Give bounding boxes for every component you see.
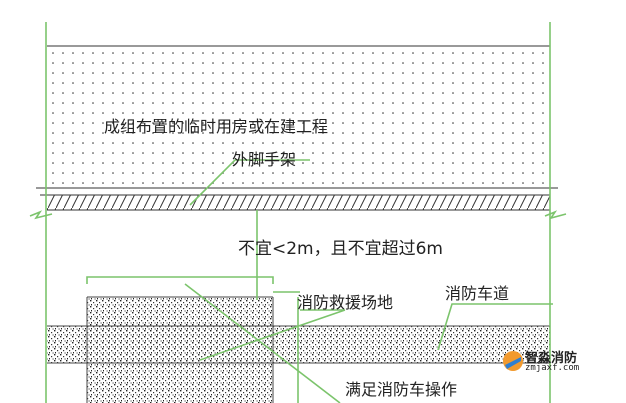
operation-note: 满足消防车操作: [345, 380, 458, 399]
guide-lines: [29, 22, 567, 403]
watermark-name: 智淼消防: [525, 351, 578, 366]
watermark: 智淼消防 zmjaxf.com: [503, 347, 593, 375]
watermark-url: zmjaxf.com: [525, 363, 580, 373]
watermark-logo-icon: [503, 351, 523, 371]
building-label: 成组布置的临时用房或在建工程: [104, 117, 329, 136]
building-area: [47, 46, 550, 188]
scaffold-label: 外脚手架: [232, 150, 297, 169]
rescue-site-area: [87, 297, 273, 403]
fire-lane-label: 消防车道: [445, 284, 510, 303]
rescue-site-label: 消防救援场地: [297, 293, 394, 312]
distance-note: 不宜<2m，且不宜超过6m: [238, 239, 443, 259]
scaffold-band: [47, 195, 550, 210]
